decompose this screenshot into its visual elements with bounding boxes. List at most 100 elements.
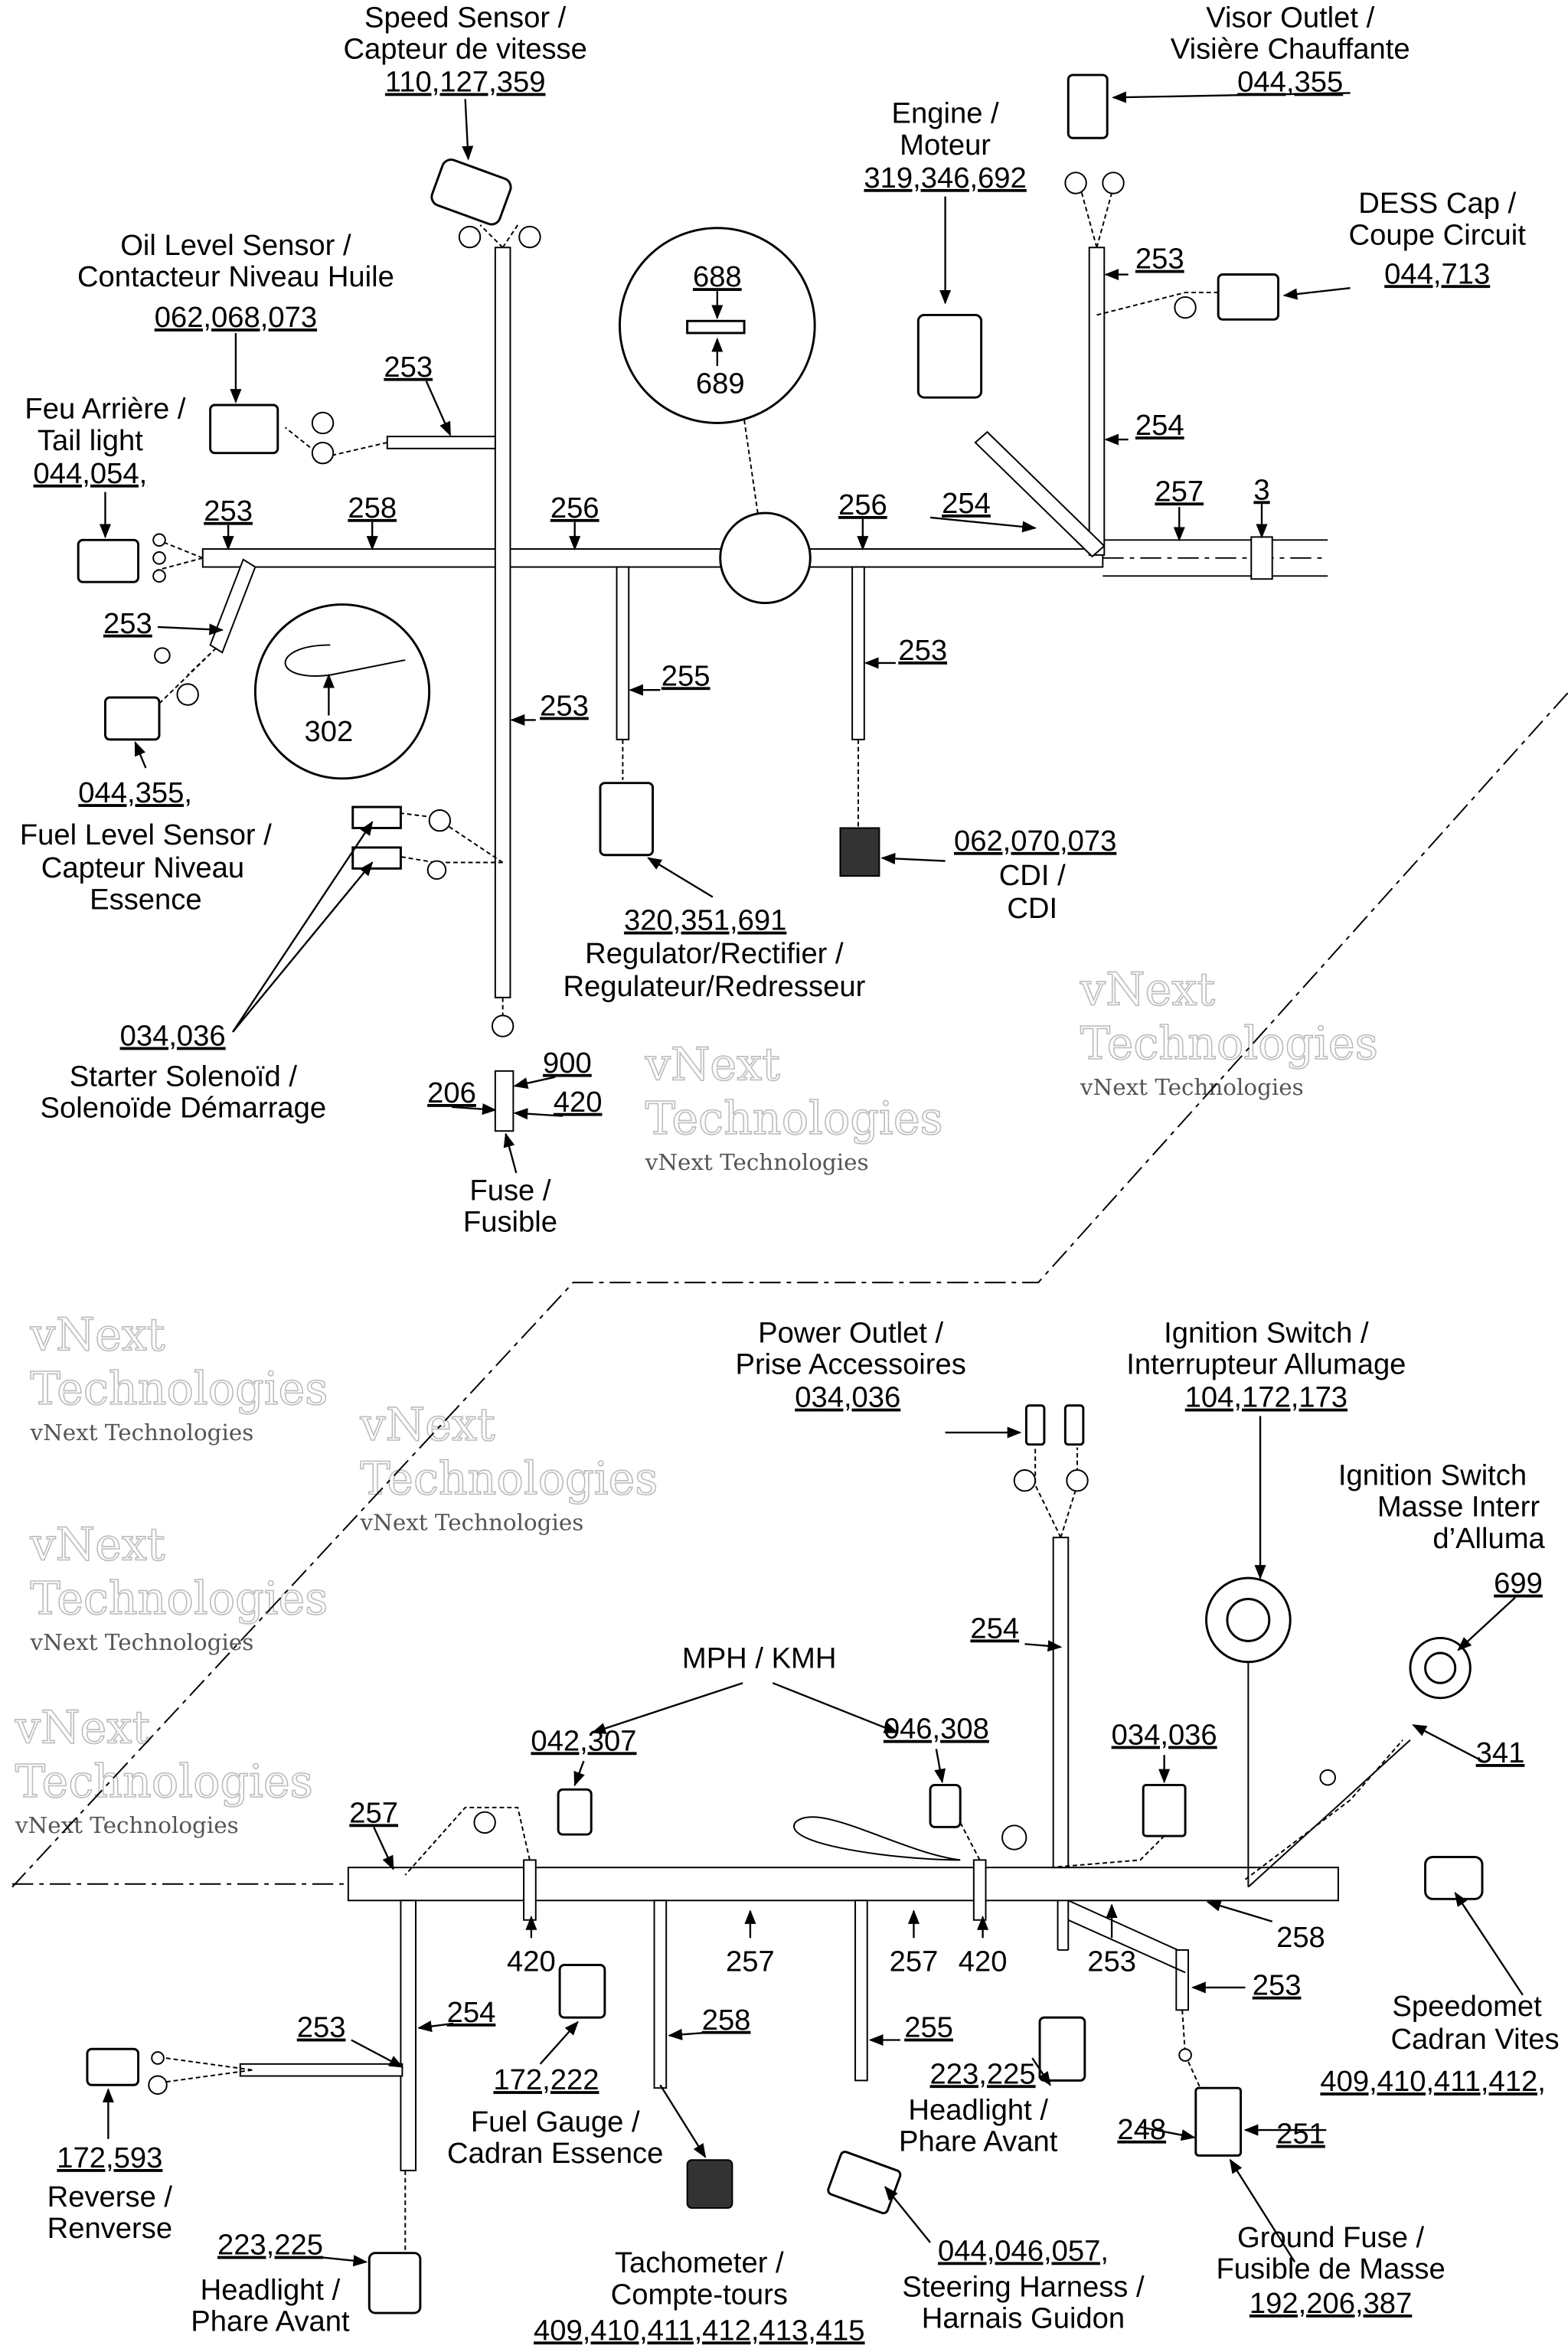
cdi-connector bbox=[839, 827, 880, 877]
svg-text:172,222: 172,222 bbox=[493, 2063, 599, 2096]
watermark: vNext Technologies vNext Technologies vN… bbox=[14, 962, 1379, 1838]
svg-text:255: 255 bbox=[662, 659, 710, 692]
svg-text:vNext Technologies: vNext Technologies bbox=[1080, 1074, 1304, 1100]
label-power-outlet: Power Outlet / Prise Accessoires 034,036 bbox=[735, 1316, 965, 1413]
svg-text:Fuse /: Fuse / bbox=[469, 1174, 551, 1207]
svg-text:034,036: 034,036 bbox=[120, 1020, 226, 1053]
svg-text:251: 251 bbox=[1276, 2118, 1325, 2151]
svg-text:Renverse: Renverse bbox=[47, 2212, 172, 2245]
tail-light-connector bbox=[77, 538, 140, 583]
svg-text:192,206,387: 192,206,387 bbox=[1250, 2287, 1412, 2320]
label-speedometer: Speedomet Cadran Vites 409,410,411,412, bbox=[1320, 1990, 1559, 2098]
svg-text:Phare Avant: Phare Avant bbox=[191, 2305, 350, 2338]
svg-text:Tail light: Tail light bbox=[38, 424, 143, 457]
svg-text:Technologies: Technologies bbox=[15, 1755, 313, 1808]
svg-text:Reverse /: Reverse / bbox=[47, 2180, 173, 2213]
svg-text:vNext Technologies: vNext Technologies bbox=[15, 1812, 239, 1838]
svg-text:Interrupteur Allumage: Interrupteur Allumage bbox=[1126, 1348, 1406, 1381]
connectors-bottom bbox=[86, 1404, 1484, 2314]
section-divider-line bbox=[11, 692, 1568, 1888]
svg-text:172,593: 172,593 bbox=[57, 2141, 162, 2174]
label-ignition-ground: Ignition Switch Masse Interr d’Alluma 69… bbox=[1338, 1459, 1546, 1600]
power-outlet-connector-b bbox=[1063, 1404, 1085, 1446]
svg-text:CDI: CDI bbox=[1007, 892, 1057, 925]
svg-text:vNext: vNext bbox=[15, 1701, 151, 1754]
svg-text:409,410,411,412,: 409,410,411,412, bbox=[1320, 2065, 1545, 2098]
connector-034 bbox=[1142, 1783, 1187, 1838]
svg-text:248: 248 bbox=[1117, 2113, 1166, 2146]
svg-text:vNext Technologies: vNext Technologies bbox=[30, 1629, 254, 1655]
svg-text:Cadran Essence: Cadran Essence bbox=[447, 2137, 663, 2170]
svg-text:Oil Level Sensor /: Oil Level Sensor / bbox=[120, 229, 351, 262]
svg-text:Cadran Vites: Cadran Vites bbox=[1390, 2023, 1559, 2056]
svg-text:Fuel Gauge /: Fuel Gauge / bbox=[471, 2105, 640, 2138]
svg-text:vNext Technologies: vNext Technologies bbox=[645, 1149, 869, 1175]
svg-text:302: 302 bbox=[305, 715, 354, 748]
engine-connector bbox=[916, 313, 983, 399]
label-headlight-right: 223,225 Headlight / Phare Avant bbox=[899, 2057, 1058, 2158]
svg-text:044,355: 044,355 bbox=[1237, 66, 1343, 99]
svg-text:Masse Interr: Masse Interr bbox=[1377, 1491, 1540, 1524]
connectors-top bbox=[77, 74, 1280, 877]
label-cdi: 062,070,073 CDI / CDI bbox=[954, 825, 1116, 925]
svg-text:Steering Harness /: Steering Harness / bbox=[902, 2271, 1145, 2304]
svg-text:253: 253 bbox=[384, 351, 433, 384]
svg-text:Fusible de Masse: Fusible de Masse bbox=[1216, 2252, 1445, 2285]
headlight-left-connector bbox=[368, 2252, 422, 2314]
svg-text:253: 253 bbox=[103, 607, 152, 640]
arrows-top bbox=[99, 91, 1351, 1174]
svg-text:104,172,173: 104,172,173 bbox=[1185, 1381, 1348, 1414]
svg-text:223,225: 223,225 bbox=[930, 2057, 1036, 2090]
svg-text:CDI /: CDI / bbox=[999, 859, 1066, 892]
speed-sensor-connector bbox=[430, 158, 512, 226]
label-reverse: 172,593 Reverse / Renverse bbox=[47, 2141, 173, 2245]
svg-text:Technologies: Technologies bbox=[361, 1452, 658, 1504]
label-fuel-level: 044,355, Fuel Level Sensor / Capteur Niv… bbox=[20, 776, 272, 916]
svg-text:Power Outlet /: Power Outlet / bbox=[758, 1316, 943, 1349]
svg-text:Harnais Guidon: Harnais Guidon bbox=[922, 2302, 1125, 2335]
svg-text:254: 254 bbox=[942, 487, 991, 520]
svg-text:254: 254 bbox=[1135, 409, 1184, 442]
gauge-connector-042 bbox=[557, 1788, 593, 1836]
svg-text:253: 253 bbox=[1087, 1945, 1136, 1978]
dess-cap-connector bbox=[1217, 273, 1280, 321]
svg-text:689: 689 bbox=[696, 367, 745, 400]
svg-text:320,351,691: 320,351,691 bbox=[624, 904, 786, 937]
svg-text:Solenoïde Démarrage: Solenoïde Démarrage bbox=[41, 1092, 327, 1125]
svg-text:253: 253 bbox=[204, 495, 253, 528]
svg-text:062,070,073: 062,070,073 bbox=[954, 825, 1116, 858]
svg-text:Essence: Essence bbox=[90, 883, 201, 916]
svg-text:Capteur Niveau: Capteur Niveau bbox=[41, 851, 244, 884]
label-fuel-gauge: 172,222 Fuel Gauge / Cadran Essence bbox=[447, 2063, 663, 2170]
svg-text:DESS Cap /: DESS Cap / bbox=[1358, 187, 1516, 220]
headlight-right-connector bbox=[1038, 2016, 1086, 2082]
svg-text:253: 253 bbox=[898, 634, 947, 667]
top-harness bbox=[152, 172, 1328, 1132]
svg-text:vNext: vNext bbox=[1080, 963, 1216, 1016]
svg-text:Compte-tours: Compte-tours bbox=[611, 2278, 788, 2311]
speedometer-connector bbox=[1424, 1856, 1484, 1900]
fuel-gauge-connector bbox=[558, 1964, 606, 2019]
svg-text:253: 253 bbox=[297, 2011, 346, 2044]
svg-text:Speed Sensor /: Speed Sensor / bbox=[364, 1, 567, 34]
label-mph-kmh: MPH / KMH bbox=[682, 1642, 837, 1675]
svg-text:Visor Outlet /: Visor Outlet / bbox=[1206, 1, 1374, 34]
svg-text:Technologies: Technologies bbox=[31, 1572, 328, 1625]
visor-outlet-connector bbox=[1067, 74, 1109, 139]
detail-callouts-top: 688 689 302 bbox=[305, 260, 745, 748]
label-gauge-046: 046,308 bbox=[884, 1713, 989, 1746]
svg-text:688: 688 bbox=[693, 260, 742, 293]
svg-text:257: 257 bbox=[349, 1796, 398, 1829]
svg-text:257: 257 bbox=[726, 1945, 775, 1978]
reverse-connector bbox=[86, 2047, 140, 2086]
svg-text:vNext Technologies: vNext Technologies bbox=[360, 1509, 584, 1535]
svg-text:vNext: vNext bbox=[360, 1398, 496, 1451]
detail-junction-circle bbox=[719, 511, 812, 605]
svg-text:vNext: vNext bbox=[30, 1308, 166, 1361]
svg-text:223,225: 223,225 bbox=[217, 2229, 323, 2262]
svg-text:420: 420 bbox=[554, 1086, 603, 1119]
steering-harness-connector bbox=[827, 2151, 902, 2215]
svg-text:Prise Accessoires: Prise Accessoires bbox=[735, 1348, 965, 1381]
svg-text:vNext Technologies: vNext Technologies bbox=[30, 1419, 254, 1446]
label-dess-cap: DESS Cap / Coupe Circuit 044,713 bbox=[1349, 187, 1527, 290]
